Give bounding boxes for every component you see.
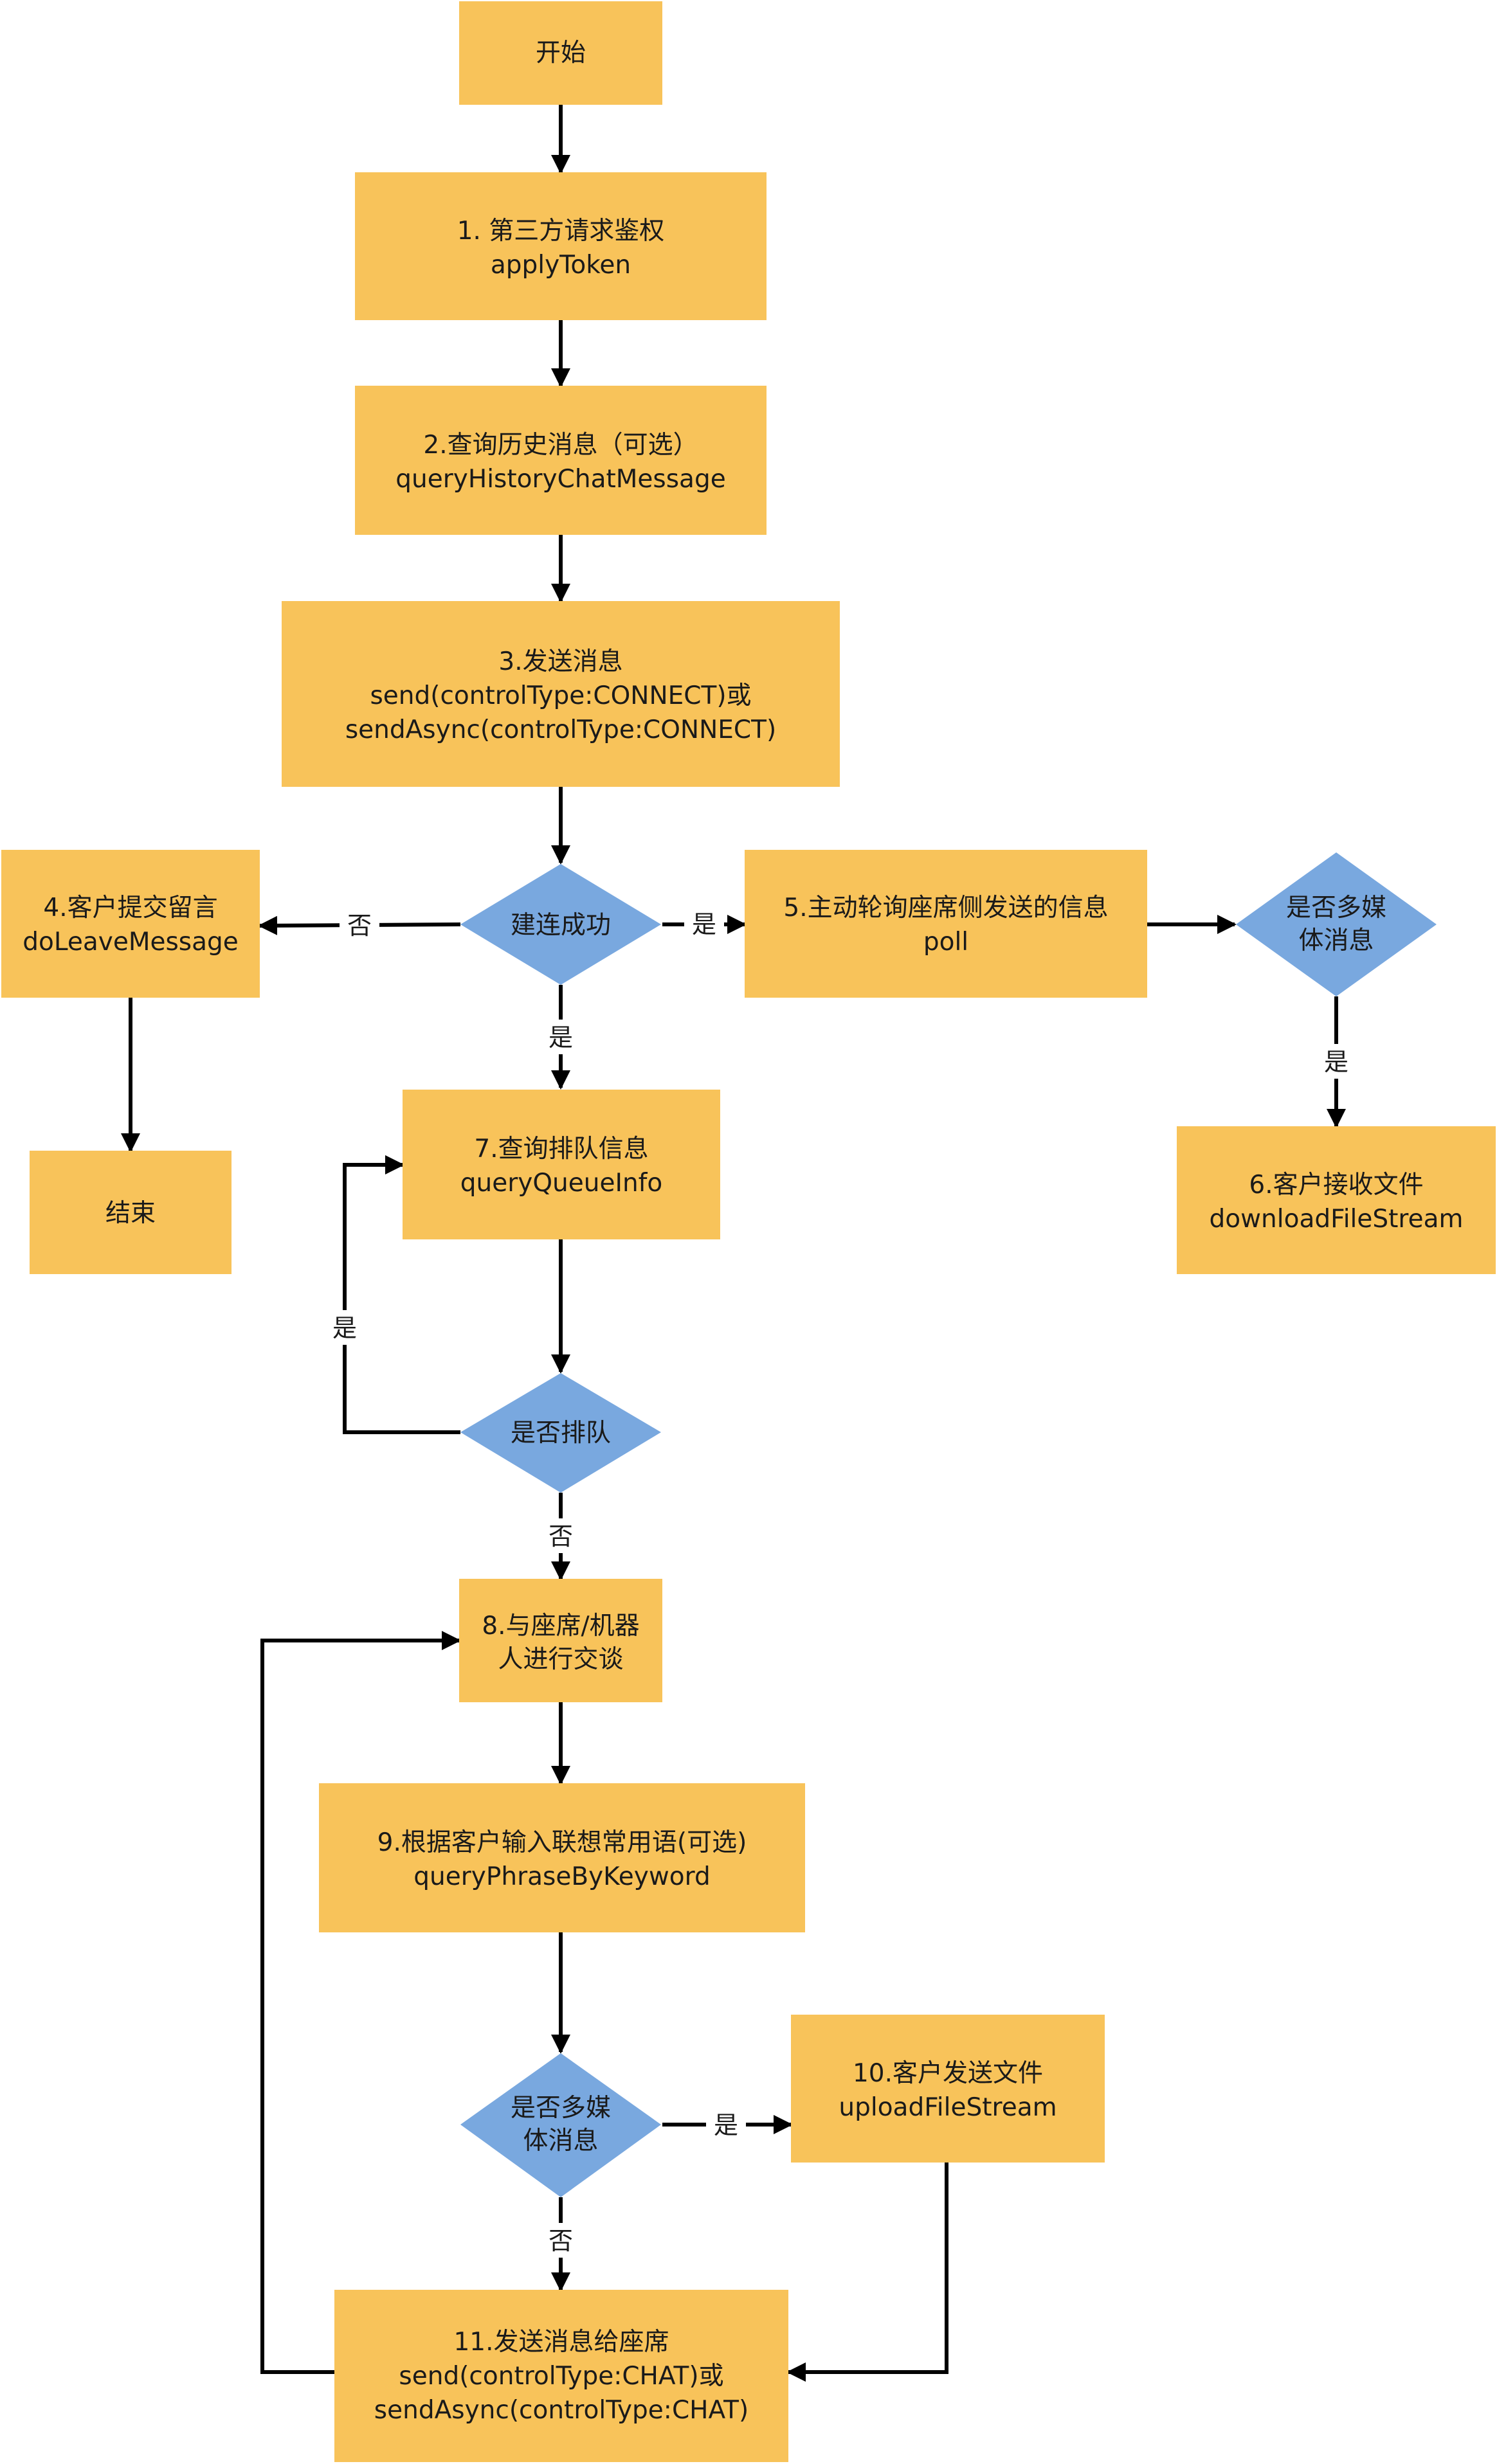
end-label: 结束 (105, 1199, 156, 1228)
step2-query-history (355, 386, 767, 535)
step7-api: queryQueueInfo (460, 1169, 663, 1198)
step5-api: poll (923, 928, 968, 957)
step2-title: 2.查询历史消息（可选） (423, 431, 698, 460)
edge-label-connect-no: 否 (347, 912, 372, 940)
edge-label-queue-yes: 是 (332, 1314, 357, 1342)
edge-label-connect-yes-down: 是 (549, 1023, 573, 1052)
step11-send-chat (334, 2290, 788, 2462)
edge-label-bg (541, 1020, 581, 1054)
step3-title: 3.发送消息 (498, 647, 622, 676)
step9-title: 9.根据客户输入联想常用语(可选) (377, 1828, 747, 1857)
edge-label-bg (541, 2223, 581, 2258)
step3-line2: send(controlType:CONNECT)或 (370, 681, 751, 710)
decision-media1-line2: 体消息 (1298, 926, 1374, 955)
step3-send-connect (282, 601, 840, 787)
decision-connect (460, 864, 661, 985)
step10-upload-file (791, 2015, 1105, 2163)
edge-label-media1-yes: 是 (1324, 1048, 1348, 1076)
step1-api: applyToken (491, 251, 631, 280)
decision-multimedia-2 (460, 2053, 661, 2197)
edge-queue-step7 (343, 1155, 460, 1434)
step2-api: queryHistoryChatMessage (395, 465, 725, 494)
edge-label-bg (325, 1310, 365, 1345)
edge-label-media2-yes: 是 (714, 2111, 738, 2139)
step6-api: downloadFileStream (1210, 1205, 1464, 1234)
step6-download-file (1177, 1126, 1496, 1274)
edge-label-bg (541, 1518, 581, 1553)
edge-label-bg (684, 906, 724, 941)
decision-multimedia-1 (1236, 852, 1437, 996)
step7-query-queue (403, 1090, 720, 1239)
decision-media1-line1: 是否多媒 (1286, 894, 1386, 922)
step6-title: 6.客户接收文件 (1249, 1171, 1423, 1200)
step8-conversation (459, 1579, 662, 1702)
step11-line2: send(controlType:CHAT)或 (399, 2362, 723, 2391)
step1-title: 1. 第三方请求鉴权 (457, 217, 665, 246)
start-node (459, 1, 662, 105)
step7-title: 7.查询排队信息 (474, 1135, 648, 1164)
step10-api: uploadFileStream (839, 2093, 1057, 2122)
step9-query-phrase (319, 1783, 805, 1932)
end-node (30, 1151, 231, 1274)
edge-label-queue-no: 否 (549, 1522, 573, 1551)
step3-line3: sendAsync(controlType:CONNECT) (345, 715, 776, 744)
decision-media2-line2: 体消息 (523, 2127, 598, 2155)
edge-label-bg (1316, 1044, 1356, 1079)
step5-poll (745, 850, 1147, 998)
decision-connect-label: 建连成功 (511, 911, 611, 940)
step11-line3: sendAsync(controlType:CHAT) (374, 2396, 748, 2425)
step8-line2: 人进行交谈 (498, 1645, 623, 1674)
edge-label-bg (706, 2107, 746, 2142)
step9-api: queryPhraseByKeyword (413, 1862, 710, 1891)
start-label: 开始 (536, 39, 586, 67)
edge-label-connect-yes-right: 是 (692, 910, 716, 939)
step5-title: 5.主动轮询座席侧发送的信息 (783, 894, 1108, 922)
step10-title: 10.客户发送文件 (853, 2059, 1043, 2088)
decision-media2-line1: 是否多媒 (511, 2094, 611, 2123)
edge-step11-step8 (260, 1631, 461, 2374)
decision-queue (460, 1373, 661, 1493)
step8-line1: 8.与座席/机器 (482, 1612, 639, 1641)
step1-apply-token (355, 172, 767, 320)
step4-api: doLeaveMessage (23, 928, 239, 957)
edge-label-media2-no: 否 (549, 2227, 573, 2255)
decision-queue-label: 是否排队 (511, 1419, 611, 1448)
step11-title: 11.发送消息给座席 (453, 2328, 669, 2357)
step4-leave-message (1, 850, 260, 998)
step4-title: 4.客户提交留言 (43, 894, 217, 922)
edge-label-bg (340, 908, 379, 942)
edge-step10-step11 (786, 2163, 948, 2382)
